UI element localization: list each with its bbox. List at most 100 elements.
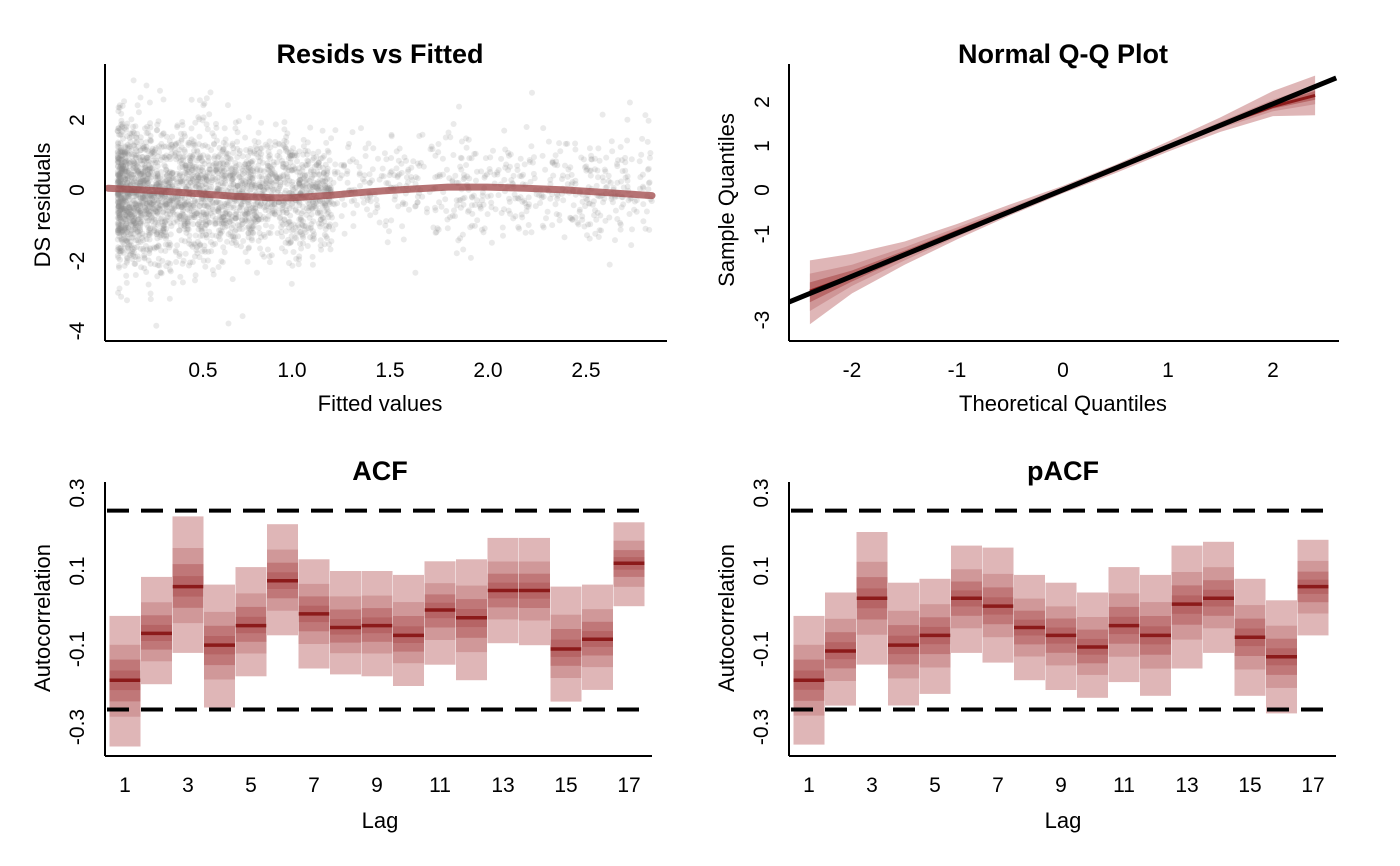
scatter-point [169,197,176,204]
scatter-point [163,207,170,214]
scatter-point [181,217,188,224]
scatter-point [120,163,127,170]
scatter-point [163,217,170,224]
scatter-point [155,243,162,250]
scatter-point [190,140,197,147]
scatter-point [557,148,564,155]
scatter-point [126,204,133,211]
scatter-point [244,200,251,207]
scatter-point [272,211,279,217]
scatter-point [528,143,535,150]
scatter-point [206,219,213,226]
scatter-point [124,179,131,186]
scatter-point [138,214,144,221]
scatter-point [115,171,122,178]
scatter-point [234,145,241,152]
scatter-point [192,119,199,126]
scatter-point [115,201,122,208]
scatter-point [130,217,137,224]
scatter-point [369,177,375,184]
scatter-point [118,110,125,117]
scatter-point [124,208,131,215]
scatter-point [288,227,295,234]
scatter-point [247,187,254,194]
x-tick-label: 5 [245,774,257,797]
scatter-point [179,260,186,267]
scatter-point [123,237,130,244]
scatter-point [227,229,234,236]
scatter-point [203,214,209,221]
scatter-point [146,199,153,206]
scatter-point [159,154,166,161]
scatter-point [122,237,129,244]
scatter-point [160,228,167,235]
scatter-point [195,175,202,182]
scatter-point [315,220,322,227]
scatter-point [201,175,208,182]
scatter-point [310,171,317,178]
scatter-point [460,201,467,208]
scatter-point [138,199,145,206]
scatter-point [146,99,153,106]
x-tick-label: 3 [866,774,878,797]
scatter-point [225,231,232,238]
scatter-point [119,219,126,226]
scatter-point [311,235,317,242]
scatter-point [245,223,252,230]
scatter-point [128,151,135,157]
scatter-point [155,242,162,249]
scatter-point [161,219,168,226]
scatter-point [230,202,237,209]
scatter-point [279,233,286,240]
scatter-point [261,187,268,194]
scatter-point [332,127,339,134]
scatter-point [298,231,305,238]
scatter-point [305,199,312,206]
scatter-point [268,170,275,177]
scatter-point [196,203,203,209]
scatter-point [280,164,287,170]
scatter-point [215,174,222,181]
scatter-point [205,178,212,185]
scatter-point [154,121,161,128]
scatter-point [215,264,222,270]
scatter-point [162,235,169,242]
scatter-point [311,203,318,209]
scatter-point [481,225,488,232]
scatter-point [198,199,205,206]
scatter-point [247,148,253,155]
scatter-point [419,193,426,200]
scatter-point [117,249,124,256]
scatter-point [139,234,146,241]
scatter-point [186,164,193,171]
scatter-point [221,172,228,179]
scatter-point [293,235,300,242]
scatter-point [160,130,167,137]
scatter-point [146,236,153,243]
scatter-point [145,148,152,155]
scatter-point [291,166,298,173]
scatter-point [133,139,140,146]
scatter-point [326,201,333,208]
scatter-point [131,211,137,218]
scatter-point [206,207,213,214]
scatter-point [181,130,188,137]
scatter-point [265,186,272,193]
scatter-point [266,152,273,159]
scatter-point [273,173,280,180]
scatter-point [131,197,138,204]
scatter-point [120,232,127,238]
scatter-point [145,129,152,136]
scatter-point [232,184,239,191]
scatter-point [117,164,124,171]
scatter-point [123,168,130,175]
scatter-point [255,129,262,136]
scatter-point [409,177,416,183]
y-tick-label: 0.1 [750,556,773,585]
scatter-point [376,219,383,226]
scatter-point [316,180,323,187]
scatter-point [196,164,203,171]
scatter-point [304,171,311,178]
scatter-point [262,141,269,148]
scatter-point [246,209,253,215]
